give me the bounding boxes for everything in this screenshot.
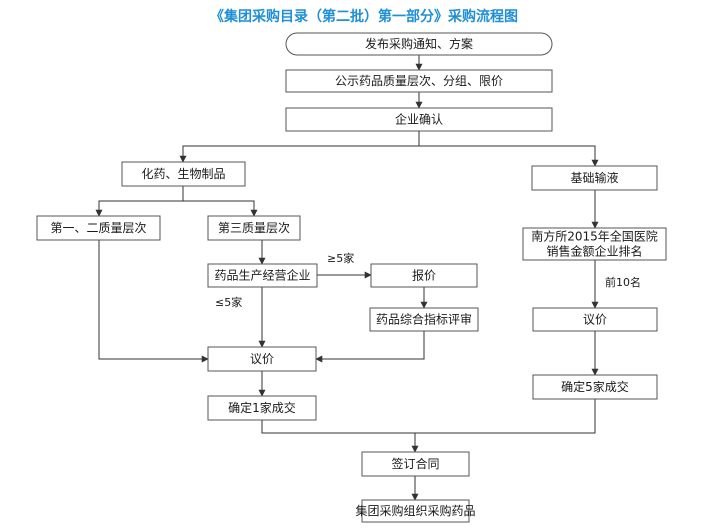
node-confirm-box xyxy=(285,107,553,132)
edge-chem-to-q12 xyxy=(95,186,184,217)
node-announce-label: 公示药品质量层次、分组、限价 xyxy=(335,74,503,88)
node-deal1-label: 确定1家成交 xyxy=(228,400,296,415)
edge-confirm-to-basic xyxy=(419,145,599,167)
node-q12-label: 第一、二质量层次 xyxy=(50,221,146,235)
node-basic: 基础输液 xyxy=(531,165,658,191)
node-contract: 签订合同 xyxy=(361,451,470,477)
node-deal5: 确定5家成交 xyxy=(532,374,658,400)
node-chem-label: 化药、生物制品 xyxy=(141,167,225,181)
node-negotiate2: 议价 xyxy=(532,307,658,332)
node-announce-box xyxy=(285,69,553,93)
edge-labels-layer: ≥5家 ≤5家 前10名 xyxy=(215,251,641,309)
node-negotiate-label: 议价 xyxy=(250,352,274,366)
node-chem-box xyxy=(121,161,246,187)
node-contract-label: 签订合同 xyxy=(391,456,439,471)
node-basic-label: 基础输液 xyxy=(570,170,618,185)
node-basic-box xyxy=(531,165,658,191)
node-evaluate-box xyxy=(369,307,479,332)
node-q3: 第三质量层次 xyxy=(207,215,301,241)
node-negotiate-box xyxy=(207,346,317,372)
node-evaluate-label: 药品综合指标评审 xyxy=(376,312,472,327)
node-purchase-label: 集团采购组织采购药品 xyxy=(355,503,475,518)
node-confirm-label: 企业确认 xyxy=(395,112,443,127)
node-rank-label: 南方所2015年全国医院 xyxy=(531,229,658,244)
node-purchase-box xyxy=(361,499,470,523)
node-deal1: 确定1家成交 xyxy=(207,395,317,421)
node-chem: 化药、生物制品 xyxy=(121,161,246,187)
node-maker: 药品生产经营企业 xyxy=(207,263,318,288)
node-q3-label: 第三质量层次 xyxy=(218,221,290,235)
edge-confirm-to-chem xyxy=(179,131,420,163)
edge-chem-to-q3 xyxy=(183,200,258,217)
node-contract-box xyxy=(361,451,470,477)
edge-label-top10: 前10名 xyxy=(605,275,641,289)
node-publish-box xyxy=(285,32,553,56)
edge-q12-to-negotiate xyxy=(98,240,209,363)
node-q12-box xyxy=(36,215,161,241)
edge-label-le5: ≤5家 xyxy=(215,295,242,309)
edges-layer xyxy=(95,55,599,501)
node-maker-box xyxy=(207,263,318,288)
node-deal5-label: 确定5家成交 xyxy=(561,379,629,394)
node-publish: 发布采购通知、方案 xyxy=(285,32,553,56)
node-q12: 第一、二质量层次 xyxy=(36,215,161,241)
node-deal5-box xyxy=(532,374,658,400)
node-negotiate2-label: 议价 xyxy=(583,313,607,327)
node-evaluate: 药品综合指标评审 xyxy=(369,307,479,332)
node-purchase: 集团采购组织采购药品 xyxy=(355,499,476,523)
node-rank-box xyxy=(522,227,667,261)
node-announce: 公示药品质量层次、分组、限价 xyxy=(285,69,553,93)
edge-deal1-to-contract xyxy=(261,420,419,453)
node-negotiate2-box xyxy=(532,307,658,332)
edge-label-ge5: ≥5家 xyxy=(327,251,354,265)
node-quote: 报价 xyxy=(370,263,478,288)
node-quote-box xyxy=(370,263,478,288)
node-quote-label: 报价 xyxy=(412,268,436,283)
node-maker-label: 药品生产经营企业 xyxy=(214,268,310,283)
node-negotiate: 议价 xyxy=(207,346,317,372)
node-publish-label: 发布采购通知、方案 xyxy=(365,36,473,51)
edge-deal5-to-contract xyxy=(415,399,596,434)
node-rank-label: 销售金额企业排名 xyxy=(546,244,642,259)
node-confirm: 企业确认 xyxy=(285,107,553,132)
node-deal1-box xyxy=(207,395,317,421)
node-q3-box xyxy=(207,215,301,241)
edge-evaluate-to-negotiate xyxy=(315,331,425,363)
diagram-title: 《集团采购目录（第二批）第一部分》采购流程图 xyxy=(210,9,518,25)
